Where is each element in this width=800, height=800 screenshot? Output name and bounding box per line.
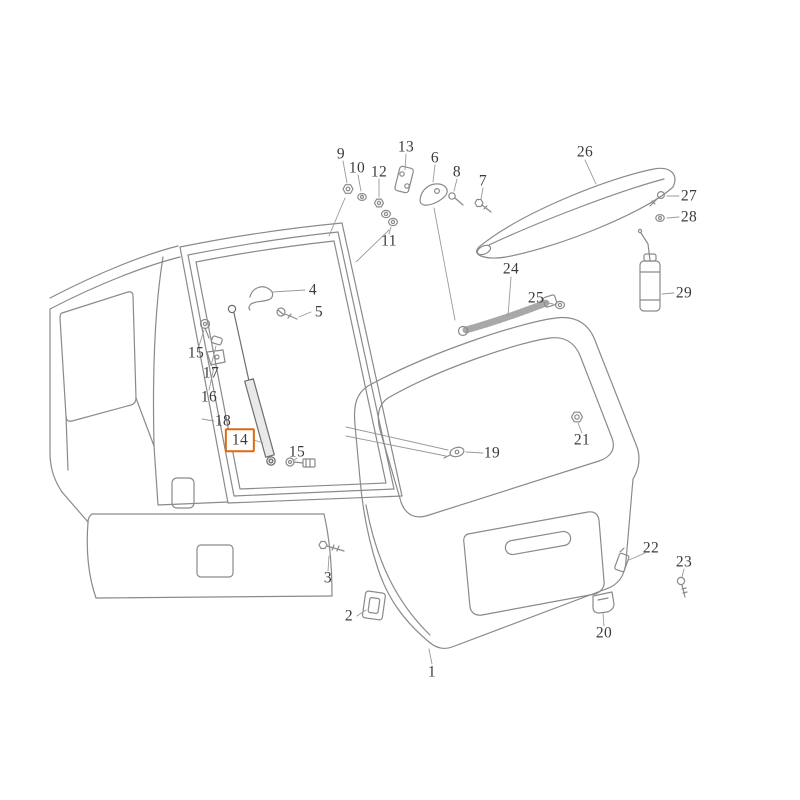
part-label-22[interactable]: 22 [642, 539, 660, 557]
part-label-18[interactable]: 18 [214, 412, 232, 430]
part-label-9[interactable]: 9 [336, 145, 346, 163]
part-label-11[interactable]: 11 [381, 232, 397, 250]
part-label-20[interactable]: 20 [595, 624, 613, 642]
tailgate-panel [353, 316, 640, 649]
part-label-8[interactable]: 8 [452, 163, 462, 181]
strut-lower-ball-stud [285, 457, 316, 468]
part-label-19[interactable]: 19 [483, 444, 501, 462]
part-label-27[interactable]: 27 [680, 187, 698, 205]
part-label-21[interactable]: 21 [573, 431, 591, 449]
part-label-15[interactable]: 15 [288, 443, 306, 461]
wiring-clip [345, 426, 465, 459]
leader-lines [198, 153, 685, 665]
part-label-24[interactable]: 24 [502, 260, 520, 278]
part-label-26[interactable]: 26 [576, 143, 594, 161]
car-body-outline [49, 245, 333, 599]
part-label-29[interactable]: 29 [675, 284, 693, 302]
part-label-28[interactable]: 28 [680, 208, 698, 226]
part-label-15[interactable]: 15 [187, 344, 205, 362]
part-label-7[interactable]: 7 [478, 172, 488, 190]
spoiler [476, 167, 676, 259]
part-label-3[interactable]: 3 [323, 569, 333, 587]
gate-hardware [318, 540, 688, 621]
gas-strut [227, 304, 276, 466]
part-label-1[interactable]: 1 [427, 663, 437, 681]
glass-frame-nut [570, 411, 584, 423]
part-label-2[interactable]: 2 [344, 607, 354, 625]
part-label-25[interactable]: 25 [527, 289, 545, 307]
part-label-14-highlighted[interactable]: 14 [224, 428, 256, 452]
part-label-23[interactable]: 23 [675, 553, 693, 571]
sealant-tube [637, 228, 661, 312]
part-label-17[interactable]: 17 [202, 364, 220, 382]
tailgate-aperture-frame [179, 222, 403, 504]
part-label-13[interactable]: 13 [397, 138, 415, 156]
part-label-16[interactable]: 16 [200, 388, 218, 406]
part-label-5[interactable]: 5 [314, 303, 324, 321]
clip-and-screw-parts [248, 286, 298, 320]
part-label-4[interactable]: 4 [308, 281, 318, 299]
spoiler-fasteners [649, 191, 665, 223]
hinge-hardware-cluster [342, 165, 492, 227]
strut-upper-mount-parts [199, 318, 226, 366]
part-label-6[interactable]: 6 [430, 149, 440, 167]
part-label-10[interactable]: 10 [348, 159, 366, 177]
drain-hose-parts [457, 294, 566, 337]
part-label-12[interactable]: 12 [370, 163, 388, 181]
